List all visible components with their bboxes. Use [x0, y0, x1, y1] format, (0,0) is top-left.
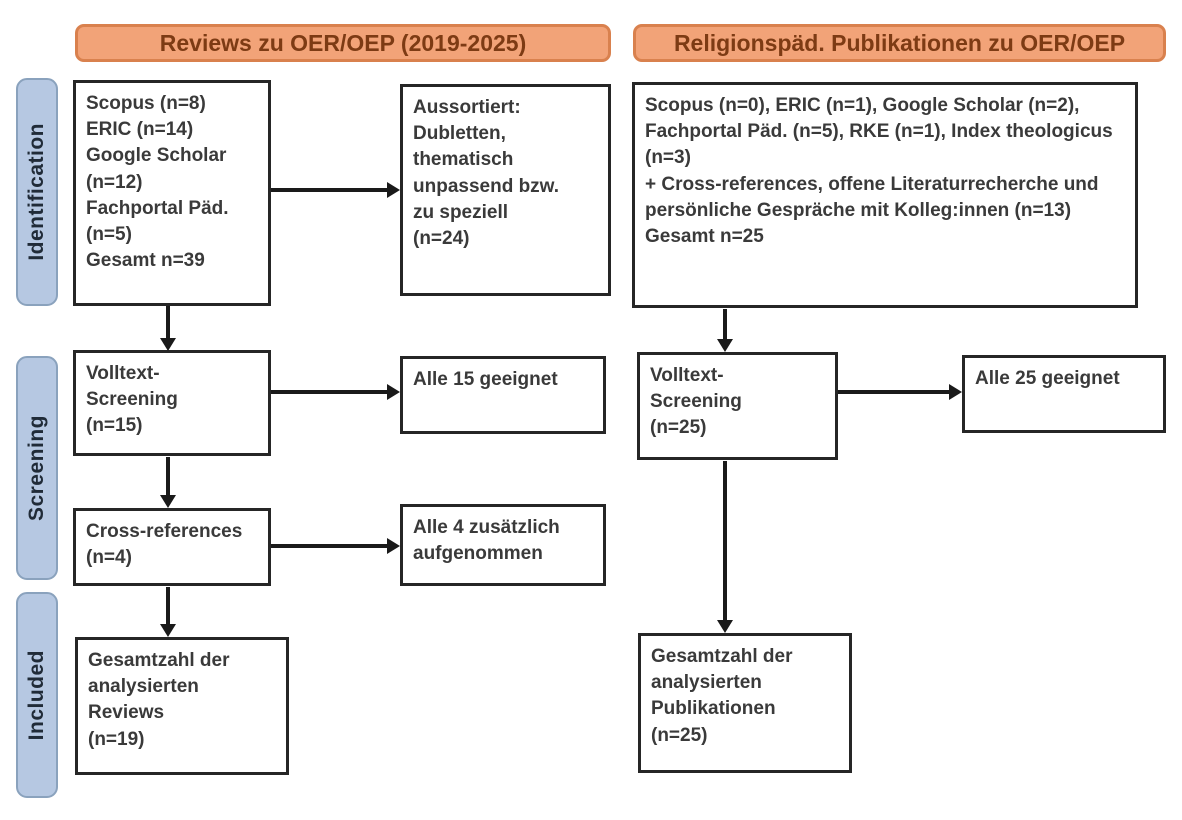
arrow-right-sources-to-fulltext: [716, 309, 734, 352]
column-header-reviews: Reviews zu OER/OEP (2019-2025): [75, 24, 611, 62]
arrow-line: [723, 461, 727, 620]
arrow-head-icon: [160, 338, 176, 351]
arrow-head-icon: [160, 624, 176, 637]
box-left-crossref-result: Alle 4 zusätzlich aufgenommen: [400, 504, 606, 586]
arrow-line: [166, 306, 170, 338]
stage-screening-label: Screening: [25, 414, 48, 522]
box-left-crossref: Cross-references (n=4): [73, 508, 271, 586]
arrow-line: [271, 544, 387, 548]
arrow-head-icon: [949, 384, 962, 400]
arrow-line: [723, 309, 727, 339]
arrow-right-fulltext-to-result: [838, 383, 962, 401]
stage-screening: Screening: [16, 356, 58, 580]
column-header-religionspaed: Religionspäd. Publikationen zu OER/OEP: [633, 24, 1166, 62]
box-right-fulltext-screening: Volltext- Screening (n=25): [637, 352, 838, 460]
arrow-line: [271, 390, 387, 394]
box-left-excluded: Aussortiert: Dubletten, thematisch unpas…: [400, 84, 611, 296]
box-left-fulltext-result: Alle 15 geeignet: [400, 356, 606, 434]
stage-included-label: Included: [25, 649, 48, 741]
arrow-left-crossref-to-result: [271, 537, 400, 555]
box-right-total: Gesamtzahl der analysierten Publikatione…: [638, 633, 852, 773]
arrow-line: [166, 457, 170, 495]
column-header-reviews-label: Reviews zu OER/OEP (2019-2025): [159, 29, 527, 56]
box-left-sources: Scopus (n=8) ERIC (n=14) Google Scholar …: [73, 80, 271, 306]
arrow-left-fulltext-to-result: [271, 383, 400, 401]
arrow-head-icon: [387, 538, 400, 554]
arrow-head-icon: [387, 384, 400, 400]
arrow-head-icon: [387, 182, 400, 198]
arrow-left-fulltext-to-crossref: [159, 457, 177, 508]
column-header-religionspaed-label: Religionspäd. Publikationen zu OER/OEP: [673, 29, 1126, 56]
arrow-head-icon: [717, 620, 733, 633]
arrow-line: [271, 188, 387, 192]
box-left-total: Gesamtzahl der analysierten Reviews (n=1…: [75, 637, 289, 775]
stage-identification: Identification: [16, 78, 58, 306]
box-left-fulltext-screening: Volltext- Screening (n=15): [73, 350, 271, 456]
stage-identification-label: Identification: [25, 123, 48, 261]
arrow-line: [838, 390, 949, 394]
arrow-left-sources-to-fulltext: [159, 306, 177, 351]
arrow-left-crossref-to-total: [159, 587, 177, 637]
box-right-sources: Scopus (n=0), ERIC (n=1), Google Scholar…: [632, 82, 1138, 308]
arrow-head-icon: [717, 339, 733, 352]
box-right-fulltext-result: Alle 25 geeignet: [962, 355, 1166, 433]
stage-included: Included: [16, 592, 58, 798]
arrow-head-icon: [160, 495, 176, 508]
arrow-right-fulltext-to-total: [716, 461, 734, 633]
arrow-left-sources-to-excluded: [271, 181, 400, 199]
arrow-line: [166, 587, 170, 624]
